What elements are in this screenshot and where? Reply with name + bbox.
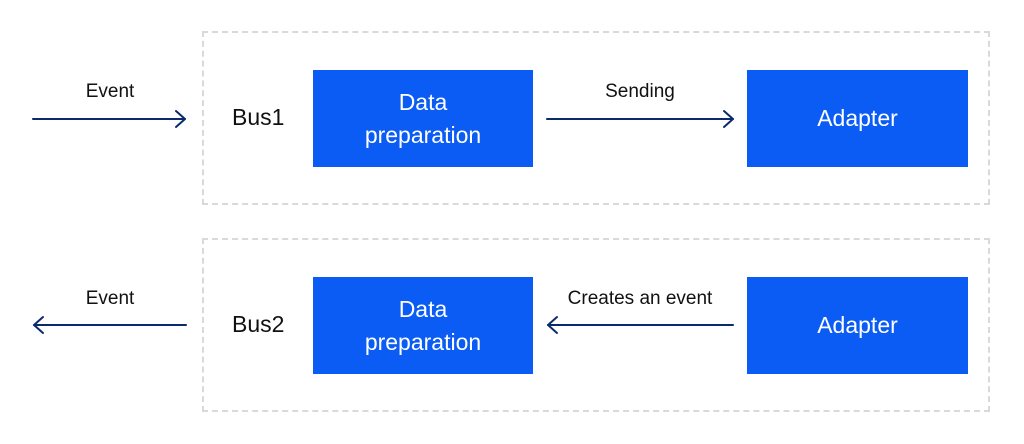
bus1-group — [202, 31, 990, 205]
data-preparation-label-2: Data preparation — [364, 296, 482, 355]
adapter-label-1: Adapter — [817, 105, 898, 132]
creates-event-label: Creates an event — [567, 288, 713, 309]
bus1-label: Bus1 — [232, 104, 285, 130]
data-preparation-box-2: Data preparation — [313, 277, 533, 374]
data-preparation-label-1: Data preparation — [364, 89, 482, 148]
bus2-group — [202, 238, 990, 412]
event-out-arrow — [33, 316, 187, 334]
adapter-label-2: Adapter — [817, 312, 898, 339]
adapter-box-1: Adapter — [747, 70, 968, 167]
event-in-arrow — [32, 110, 186, 128]
sending-label: Sending — [605, 81, 675, 102]
adapter-box-2: Adapter — [747, 277, 968, 374]
data-preparation-box-1: Data preparation — [313, 70, 533, 167]
bus2-label: Bus2 — [232, 311, 285, 337]
event-in-label: Event — [85, 81, 135, 102]
event-out-label: Event — [85, 288, 135, 309]
